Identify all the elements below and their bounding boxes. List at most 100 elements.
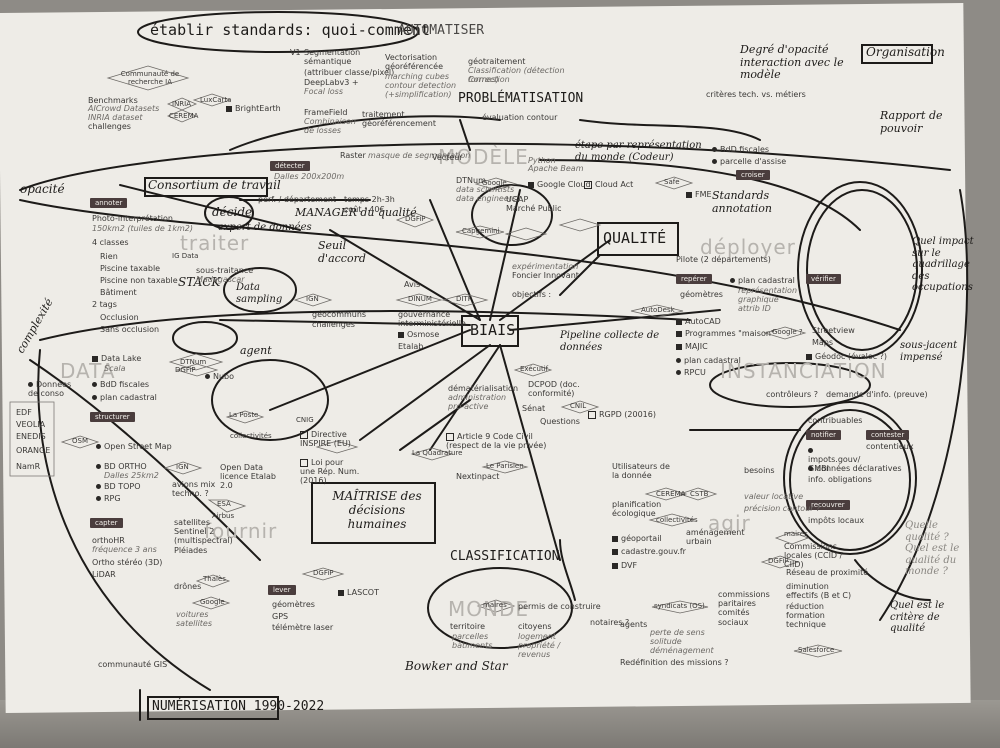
quel-impact-note: Quel impact sur le quadrillage des occup… — [912, 236, 974, 293]
node-syndicats: syndicats (OS) — [654, 602, 705, 610]
node-challenges2: challenges — [312, 320, 355, 329]
node-maires2: maires — [483, 601, 507, 609]
node-correction: Correction — [468, 75, 510, 84]
node-perte: perte de sens solitude déménagement — [650, 628, 714, 656]
node-dgfip: DGFiP — [405, 215, 426, 223]
node-valeur: valeur locative — [744, 492, 804, 501]
node-dgfip4: DGFiP — [313, 569, 334, 577]
node-satellites: satellites — [174, 518, 211, 527]
qualite-label: QUALITÉ — [603, 229, 667, 247]
node-communaute: Communauté de recherche IA — [120, 70, 180, 86]
opacity-note: Degré d'opacité interaction avec le modè… — [740, 43, 844, 82]
node-benchmarks: Benchmarks — [88, 96, 138, 105]
node-diminution: diminution effectifs (B et C) — [786, 582, 852, 601]
tag-lever: lever — [268, 585, 296, 595]
node-besoins: besoins — [744, 466, 775, 475]
node-notaires: notaires ? — [590, 618, 630, 627]
node-dgfip3: DGFiP — [175, 366, 196, 374]
node-framefield: FrameField — [304, 108, 348, 117]
decide-label: décide — [212, 205, 253, 219]
node-lidar: LiDAR — [92, 570, 116, 579]
node-obligations: info. obligations — [808, 475, 872, 484]
node-aicrowd: AICrowd Datasets — [88, 104, 160, 113]
node-raster: Raster — [340, 151, 366, 160]
node-evaluation: évaluation contour — [482, 113, 558, 122]
node-executif: Exécutif — [520, 365, 549, 373]
node-criteres: critères tech. vs. métiers — [706, 90, 806, 99]
node-open-data: Open Data licence Etalab 2.0 — [220, 463, 276, 491]
node-streetview: Streetview — [812, 326, 855, 335]
node-rien: Rien — [100, 252, 118, 261]
node-collectivites: collectivités — [230, 432, 272, 440]
node-impots: impots.gouv/ GMBI — [808, 446, 864, 474]
ghost-modele: MODÈLE — [438, 145, 529, 169]
node-controleurs: contrôleurs ? — [766, 390, 818, 399]
node-dalles25: Dalles 25km2 — [104, 471, 159, 480]
node-madagascar: Madagascar — [196, 275, 245, 284]
node-orange: ORANGE — [16, 446, 51, 455]
quel-est-note: Quel est le critère de qualité — [890, 600, 945, 634]
sous-jacent-note: sous-jacent impensé — [900, 340, 958, 363]
automatiser-label: AUTOMATISER — [398, 23, 485, 38]
node-cnig: CNIG — [296, 416, 314, 424]
tag-reperer: repérer — [676, 274, 712, 284]
node-cloud-act: Cloud Act — [584, 180, 633, 189]
node-salesforce: Salesforce — [798, 646, 835, 654]
node-rpg: RPG — [96, 494, 121, 503]
etape-note: étape par représentation du monde (Codeu… — [575, 140, 702, 163]
ghost-data: DATA — [60, 359, 116, 383]
node-vectorisation: Vectorisation géoréférencée — [385, 53, 444, 72]
node-thales: Thalès — [203, 575, 226, 583]
node-maires: maires — [784, 530, 808, 538]
node-batiment: Bâtiment — [100, 288, 137, 297]
node-google-cloud: Google Cloud — [528, 180, 591, 189]
node-osm: OSM — [72, 437, 88, 445]
organisation-label: Organisation — [866, 45, 945, 59]
pipeline-note: Pipeline collecte de données — [560, 330, 660, 353]
ghost-monde: MONDE — [448, 597, 529, 621]
node-geometres: géomètres — [272, 600, 315, 609]
node-avis: Avis — [404, 280, 421, 289]
node-google: Google — [482, 179, 507, 187]
node-focal: Focal loss — [304, 87, 344, 96]
node-ign: IGN — [306, 295, 319, 303]
node-dtnum2: DTNum — [180, 358, 207, 366]
bowker-label: Bowker and Star — [405, 659, 508, 673]
node-bdd-fiscales2: BdD fiscales — [712, 145, 769, 154]
node-4-classes: 4 classes — [92, 238, 129, 247]
node-geocommuns: géocommuns — [312, 310, 367, 319]
node-la-poste: La Poste — [229, 411, 259, 419]
node-directive: Directive INSPIRE (EU) — [300, 430, 351, 449]
node-article: Article 9 Code Civil (respect de la vie … — [446, 432, 547, 451]
node-logement: logement propriété / revenus — [518, 632, 561, 660]
node-sentinel: Sentinel 2 (multispectral) — [174, 527, 233, 546]
seuil-label: Seuil d'accord — [318, 239, 366, 265]
standards-label: Standards annotation — [712, 189, 772, 215]
node-redefinition: Redéfinition des missions ? — [620, 658, 729, 667]
consortium-label: Consortium de travail — [148, 178, 281, 192]
node-foncier: Foncier Innovant — [512, 271, 579, 280]
classification-label: CLASSIFICATION — [450, 549, 560, 564]
title-standards: établir standards: quoi-comment — [150, 21, 430, 39]
node-drones: drônes — [174, 582, 202, 591]
node-telemetre: télémètre laser — [272, 623, 334, 632]
node-dinum: DINUM — [408, 295, 432, 303]
tag-detecter: détecter — [270, 161, 310, 171]
node-brightearth: BrightEarth — [226, 104, 281, 113]
node-pleiades: Pléiades — [174, 546, 208, 555]
manager-label: MANAGER du qualité — [295, 206, 417, 219]
node-inria-dataset: INRIA dataset — [88, 113, 143, 122]
node-plan-cadastral3: plan cadastral — [676, 356, 741, 365]
node-ortho-stereo: Ortho stéréo (3D) — [92, 558, 163, 567]
node-territoire: territoire — [450, 622, 486, 631]
node-classif-detection: Classification (détection formes) — [468, 66, 565, 85]
node-permis: permis de construire — [518, 602, 601, 611]
node-namr: NamR — [16, 462, 41, 471]
node-parcelles: parcelles bâtiments — [452, 632, 493, 651]
node-majic: MAJIC — [676, 342, 708, 351]
node-precision: précision contour ? — [744, 504, 821, 513]
node-perf: perf. / département — [258, 195, 337, 204]
node-avions: avions mix techno. ? — [172, 480, 216, 499]
